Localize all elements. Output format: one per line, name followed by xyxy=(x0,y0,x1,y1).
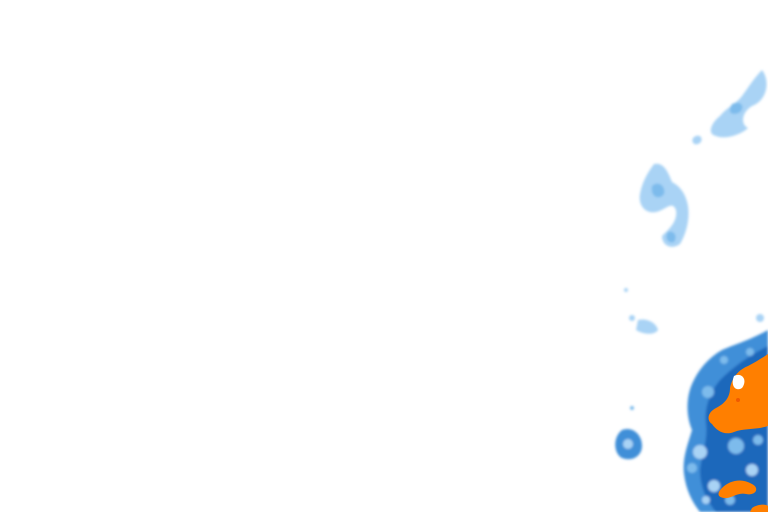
heavy-rain-core xyxy=(708,354,768,512)
light-rain-specks xyxy=(624,288,764,410)
moderate-rain-cell-southwest xyxy=(615,428,642,460)
light-rain-cell-west xyxy=(639,163,689,247)
light-rain-band-north xyxy=(692,70,767,145)
